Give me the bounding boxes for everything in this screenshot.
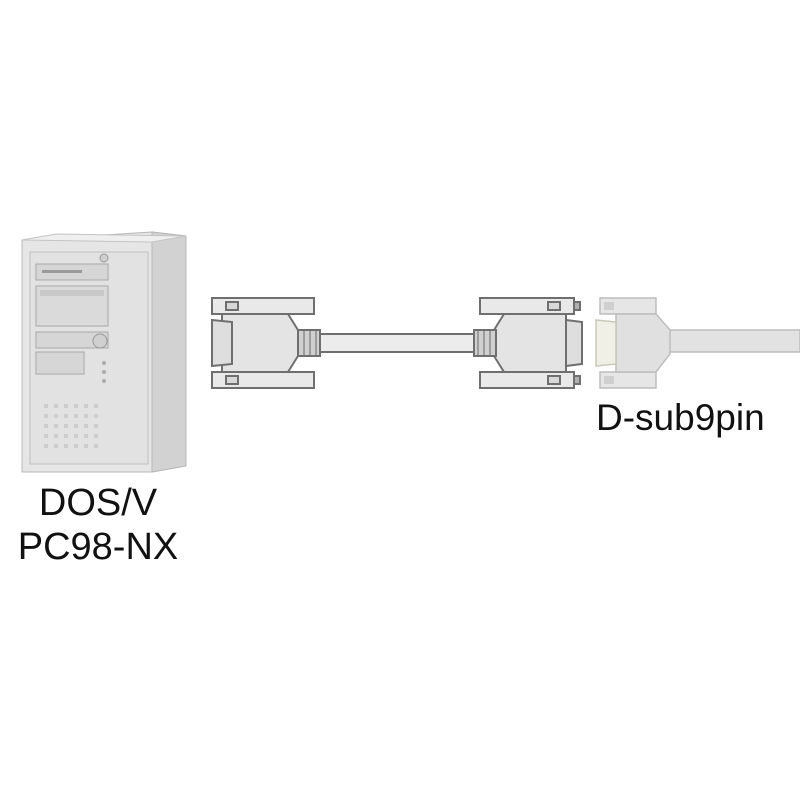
right-connector (473, 297, 583, 389)
pc-label-line1: DOS/V (38, 482, 158, 524)
connector-label: D-sub9pin (596, 397, 765, 438)
pc-label-line2: PC98-NX (17, 526, 179, 568)
left-connector (211, 297, 321, 389)
